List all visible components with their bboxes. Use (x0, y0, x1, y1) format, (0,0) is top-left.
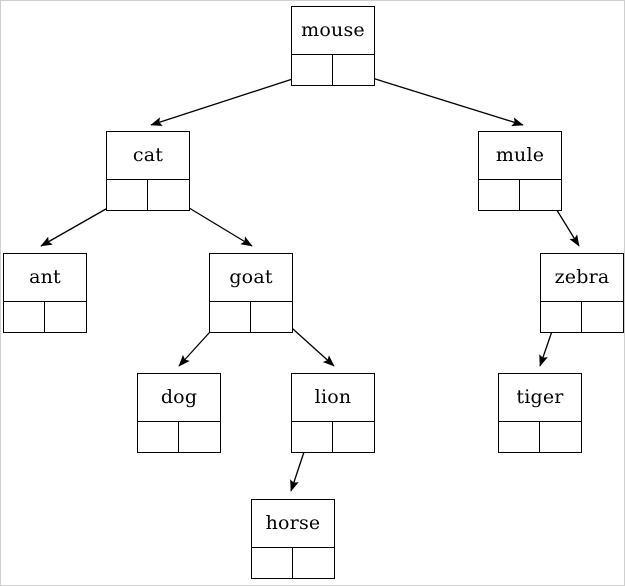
tree-node-mouse[interactable]: mouse (291, 6, 375, 86)
node-left-pointer-zebra[interactable] (541, 302, 582, 332)
node-pointers-mouse (292, 55, 374, 85)
tree-node-goat[interactable]: goat (209, 253, 293, 333)
node-pointers-zebra (541, 302, 623, 332)
tree-node-tiger[interactable]: tiger (498, 373, 582, 453)
edge-arrow-mouse-to-mule (355, 72, 524, 127)
node-pointers-lion (292, 422, 374, 452)
tree-node-mule[interactable]: mule (478, 131, 562, 211)
node-label-goat: goat (210, 254, 292, 302)
node-right-pointer-dog[interactable] (179, 422, 220, 452)
node-pointers-horse (252, 548, 334, 578)
node-left-pointer-mule[interactable] (479, 180, 520, 210)
node-left-pointer-lion[interactable] (292, 422, 333, 452)
node-right-pointer-ant[interactable] (45, 302, 86, 332)
node-label-zebra: zebra (541, 254, 623, 302)
tree-node-ant[interactable]: ant (3, 253, 87, 333)
node-right-pointer-lion[interactable] (333, 422, 374, 452)
node-label-dog: dog (138, 374, 220, 422)
node-pointers-mule (479, 180, 561, 210)
node-pointers-tiger (499, 422, 581, 452)
node-left-pointer-goat[interactable] (210, 302, 251, 332)
node-pointers-cat (107, 180, 189, 210)
node-left-pointer-ant[interactable] (4, 302, 45, 332)
node-left-pointer-mouse[interactable] (292, 55, 333, 85)
node-right-pointer-mouse[interactable] (333, 55, 374, 85)
node-label-cat: cat (107, 132, 189, 180)
node-right-pointer-horse[interactable] (293, 548, 334, 578)
tree-node-cat[interactable]: cat (106, 131, 190, 211)
node-right-pointer-mule[interactable] (520, 180, 561, 210)
node-left-pointer-dog[interactable] (138, 422, 179, 452)
node-label-mouse: mouse (292, 7, 374, 55)
node-left-pointer-cat[interactable] (107, 180, 148, 210)
node-pointers-ant (4, 302, 86, 332)
edge-arrow-mouse-to-cat (150, 72, 312, 126)
node-left-pointer-tiger[interactable] (499, 422, 540, 452)
node-right-pointer-tiger[interactable] (540, 422, 581, 452)
tree-node-horse[interactable]: horse (251, 499, 335, 579)
node-label-horse: horse (252, 500, 334, 548)
node-pointers-dog (138, 422, 220, 452)
node-right-pointer-goat[interactable] (251, 302, 292, 332)
node-right-pointer-zebra[interactable] (582, 302, 623, 332)
node-label-lion: lion (292, 374, 374, 422)
node-right-pointer-cat[interactable] (148, 180, 189, 210)
node-label-mule: mule (479, 132, 561, 180)
tree-node-lion[interactable]: lion (291, 373, 375, 453)
tree-node-dog[interactable]: dog (137, 373, 221, 453)
tree-node-zebra[interactable]: zebra (540, 253, 624, 333)
node-label-tiger: tiger (499, 374, 581, 422)
node-left-pointer-horse[interactable] (252, 548, 293, 578)
node-pointers-goat (210, 302, 292, 332)
node-label-ant: ant (4, 254, 86, 302)
